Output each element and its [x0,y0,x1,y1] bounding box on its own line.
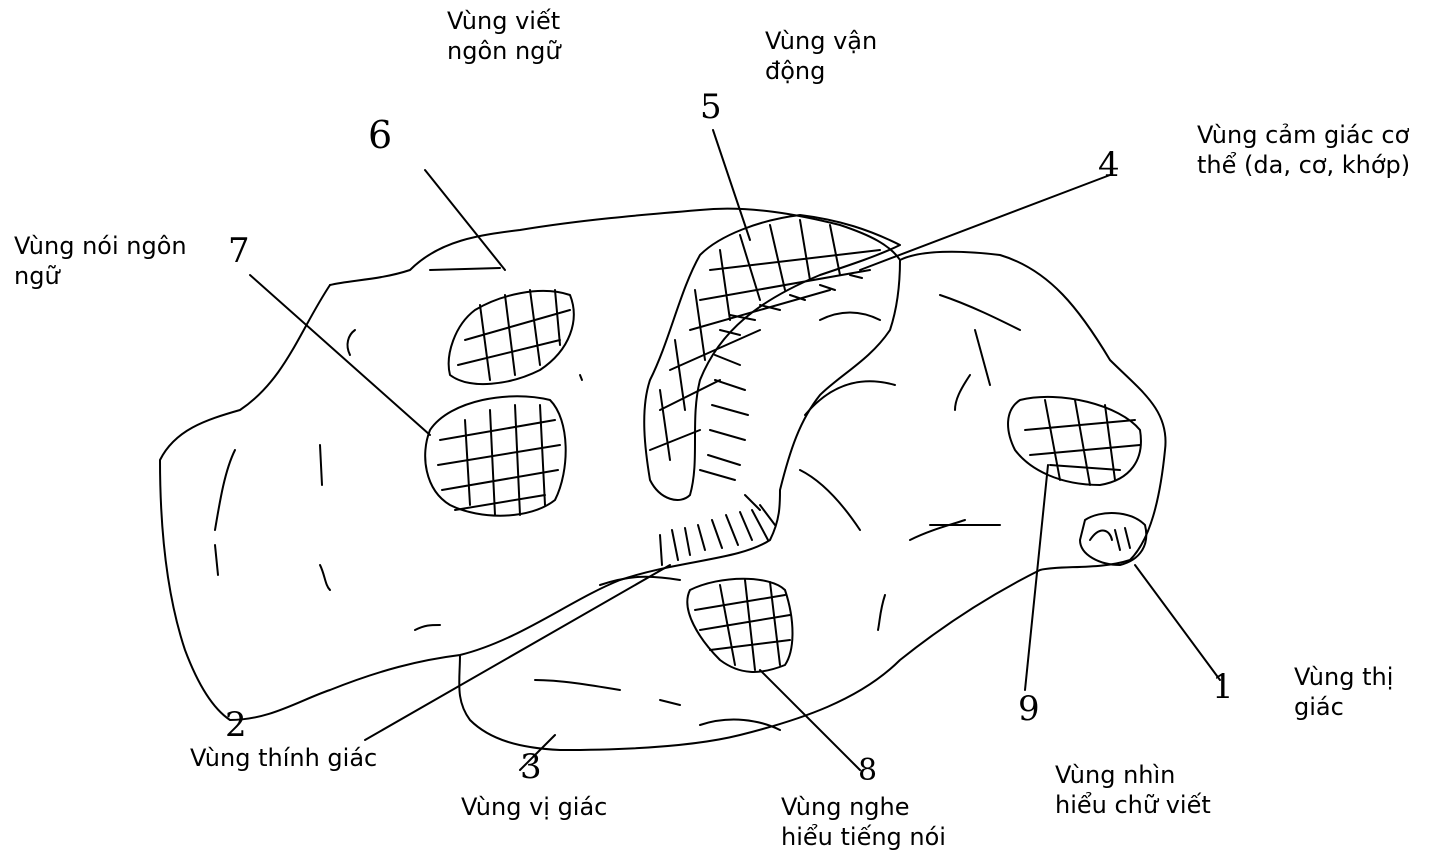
marker-auditory: 8 [858,756,877,786]
marker-visual: 1 [1212,672,1234,702]
writing-area-grid [458,290,570,380]
leader-line-visual [1135,565,1220,680]
label-olfactory-area: Vùng thính giác [190,743,377,773]
leader-line-writing [425,170,505,270]
crease [878,595,885,630]
crease [955,375,970,410]
brain-top-edge [330,209,900,285]
marker-writing: 6 [368,120,392,150]
leader-line-somatosensory [860,175,1110,270]
crease [215,545,218,575]
reading-area [1008,397,1141,485]
crease [320,445,322,485]
auditory-area [687,579,792,672]
leader-line-olfactory [365,565,670,740]
label-taste-area: Vùng vị giác [461,792,607,822]
crease [800,470,860,530]
leader-line-reading [1025,465,1048,690]
marker-somatosensory: 4 [1098,150,1120,180]
marker-olfactory: 2 [225,710,247,740]
leader-line-auditory [760,670,860,770]
crease [975,330,990,385]
crease [535,680,620,690]
crease [215,450,235,530]
auditory-area-grid [695,580,790,670]
crease [415,625,440,630]
motor-strip-hatch [650,220,880,460]
visual-area-scribble [1090,528,1130,550]
leader-line-speech [250,275,430,435]
marker-reading: 9 [1018,694,1040,724]
crease [820,313,880,321]
marker-taste: 3 [520,752,542,782]
marker-speech: 7 [228,236,250,266]
olfactory-hatch [660,510,768,565]
crease [580,375,582,380]
crease [348,330,355,355]
crease [430,268,500,270]
leader-line-motor [713,130,750,240]
crease [940,295,1020,330]
motor-strip [644,215,900,500]
marker-motor: 5 [700,92,722,122]
speech-area-grid [438,405,560,515]
crease [910,520,965,540]
crease [320,565,330,590]
crease [660,700,680,705]
